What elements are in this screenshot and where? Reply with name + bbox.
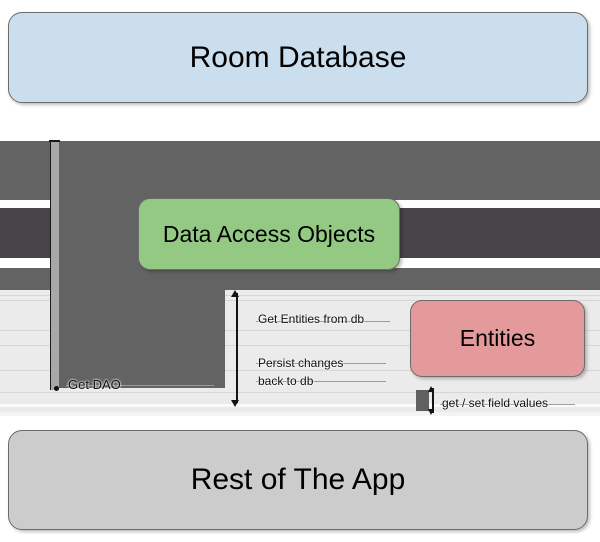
connector-get-set-field-values[interactable] xyxy=(432,388,434,413)
background-band-hairline-b xyxy=(0,412,600,416)
edge-label-persist-changes-back-to-db: Persist changes back to db xyxy=(258,354,343,390)
background-hairline xyxy=(0,370,600,371)
connector-dao-entities-arrow-up xyxy=(231,290,239,297)
background-hairline xyxy=(0,330,600,331)
node-rest-of-the-app[interactable]: Rest of The App xyxy=(8,430,588,530)
connector-get-dao-endpoint xyxy=(54,386,59,391)
connector-get-set-stub xyxy=(416,390,429,411)
connector-get-dao-arrow-up xyxy=(49,140,60,142)
background-hairline xyxy=(0,300,600,301)
edge-label-get-set-guideline xyxy=(440,404,575,405)
background-hairline xyxy=(0,392,600,393)
edge-label-get-dao: Get DAO xyxy=(68,377,121,392)
connector-dao-entities-arrow-down xyxy=(231,400,239,407)
edge-label-get-set-field-values: get / set field values xyxy=(442,396,549,410)
background-hairline xyxy=(0,345,600,346)
edge-label-persist-line-1: Persist changes xyxy=(258,356,344,370)
node-data-access-objects[interactable]: Data Access Objects xyxy=(138,198,400,270)
edge-label-get-entities-guideline xyxy=(256,321,390,322)
node-entities-label: Entities xyxy=(459,325,536,351)
node-entities[interactable]: Entities xyxy=(410,300,585,377)
connector-get-set-arrow-up xyxy=(428,386,434,392)
node-room-database-label: Room Database xyxy=(189,40,407,74)
node-room-database[interactable]: Room Database xyxy=(8,12,588,103)
connector-get-dao[interactable] xyxy=(50,141,59,390)
connector-get-dao-guideline xyxy=(66,385,214,386)
connector-get-set-arrow-down xyxy=(428,409,434,415)
edge-label-persist-guideline-2 xyxy=(256,381,386,382)
node-rest-of-the-app-label: Rest of The App xyxy=(190,463,406,496)
edge-label-persist-line-2: back to db xyxy=(258,374,314,388)
background-band-hairline-a xyxy=(0,404,600,407)
background-band-white-bottom xyxy=(0,416,600,430)
edge-label-persist-guideline-1 xyxy=(256,363,386,364)
background-hairline xyxy=(0,295,600,296)
connector-dao-entities[interactable] xyxy=(236,293,238,403)
node-data-access-objects-label: Data Access Objects xyxy=(162,220,376,247)
edge-label-get-entities-from-db: Get Entities from db xyxy=(258,312,365,326)
